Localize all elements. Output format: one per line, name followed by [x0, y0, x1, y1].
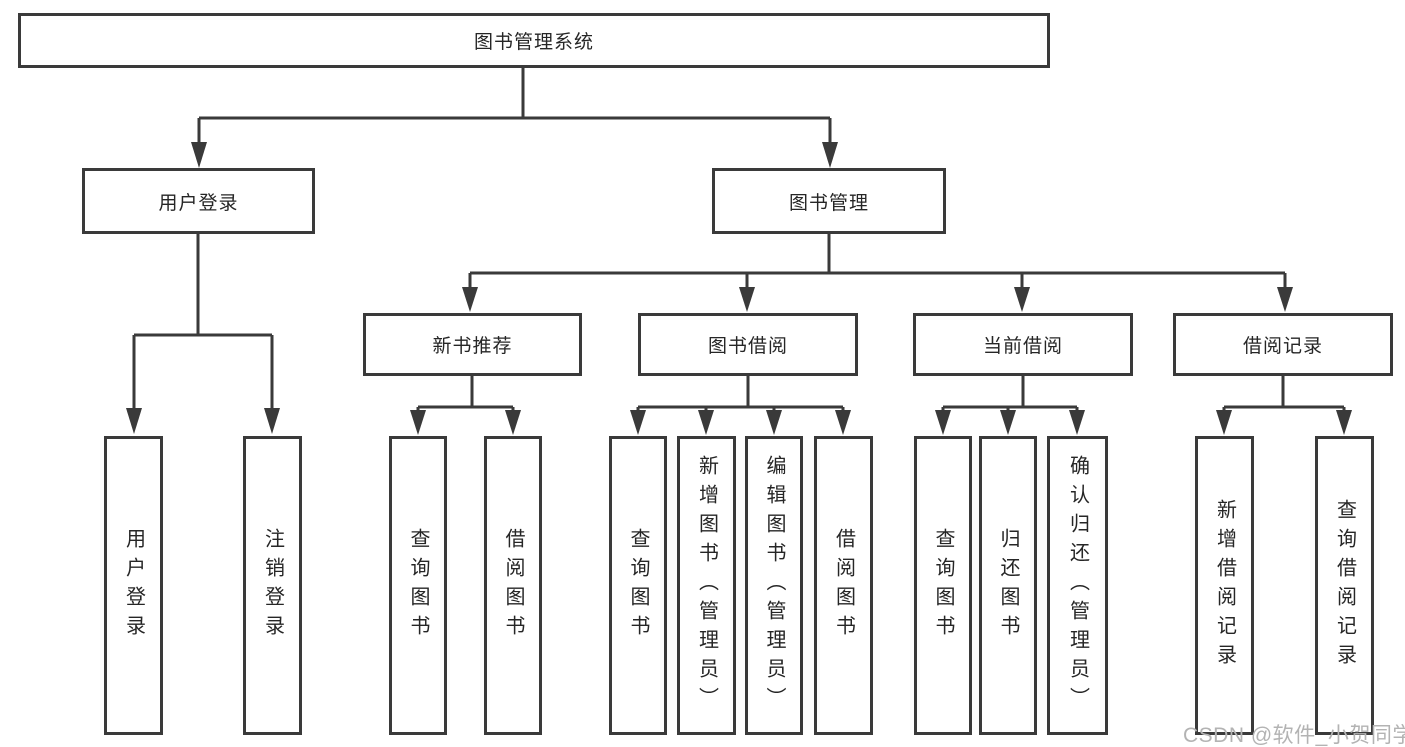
node-book-borrow: 图书借阅	[638, 313, 858, 376]
connector-root-to-level2	[191, 68, 838, 168]
node-label: 当前借阅	[982, 336, 1063, 357]
node-library-management-system: 图书管理系统	[18, 13, 1050, 68]
leaf-confirm-return-admin: 确认归还（管理员）	[1047, 436, 1108, 735]
leaf-label: 新增图书（管理员）	[695, 455, 718, 716]
leaf-label: 查询图书	[627, 527, 649, 644]
leaf-label: 用户登录	[122, 527, 145, 644]
leaf-return-books: 归还图书	[979, 436, 1037, 735]
leaf-add-books-admin: 新增图书（管理员）	[677, 436, 736, 735]
leaf-borrow-books: 借阅图书	[814, 436, 873, 735]
node-user-login: 用户登录	[82, 168, 315, 234]
leaf-label: 查询图书	[932, 527, 954, 644]
connector-book-borrow-children	[630, 376, 851, 435]
connector-new-book-children	[410, 376, 521, 435]
leaf-borrow-books-newbook: 借阅图书	[484, 436, 542, 735]
node-label: 新书推荐	[432, 336, 513, 357]
connector-current-borrow-children	[935, 376, 1085, 435]
node-book-management: 图书管理	[712, 168, 946, 234]
leaf-user-login: 用户登录	[104, 436, 163, 735]
leaf-query-books-borrow: 查询图书	[609, 436, 667, 735]
leaf-label: 查询借阅记录	[1333, 498, 1356, 673]
node-new-book-recommend: 新书推荐	[363, 313, 582, 376]
connector-borrow-record-children	[1216, 376, 1352, 435]
node-label: 图书管理	[788, 192, 869, 214]
leaf-logout-login: 注销登录	[243, 436, 302, 735]
leaf-add-borrow-record: 新增借阅记录	[1195, 436, 1254, 735]
leaf-label: 归还图书	[997, 527, 1019, 644]
leaf-label: 查询图书	[407, 527, 429, 644]
leaf-query-books-current: 查询图书	[914, 436, 972, 735]
leaf-label: 编辑图书（管理员）	[763, 455, 785, 716]
leaf-label: 借阅图书	[502, 527, 524, 644]
node-label: 用户登录	[158, 192, 239, 214]
node-label: 图书借阅	[707, 336, 788, 357]
leaf-label: 借阅图书	[832, 527, 855, 644]
node-current-borrow: 当前借阅	[913, 313, 1133, 376]
leaf-label: 确认归还（管理员）	[1066, 455, 1089, 716]
leaf-label: 新增借阅记录	[1213, 498, 1236, 673]
leaf-label: 注销登录	[261, 527, 284, 644]
leaf-query-borrow-record: 查询借阅记录	[1315, 436, 1374, 735]
node-borrow-records: 借阅记录	[1173, 313, 1393, 376]
leaf-query-books-newbook: 查询图书	[389, 436, 447, 735]
node-label: 图书管理系统	[473, 32, 594, 53]
connector-book-management-children	[462, 234, 1293, 312]
leaf-edit-books-admin: 编辑图书（管理员）	[745, 436, 803, 735]
node-label: 借阅记录	[1242, 336, 1323, 357]
connector-user-login-children	[126, 234, 280, 434]
csdn-watermark: CSDN @软件_小贺同学	[1183, 724, 1405, 747]
